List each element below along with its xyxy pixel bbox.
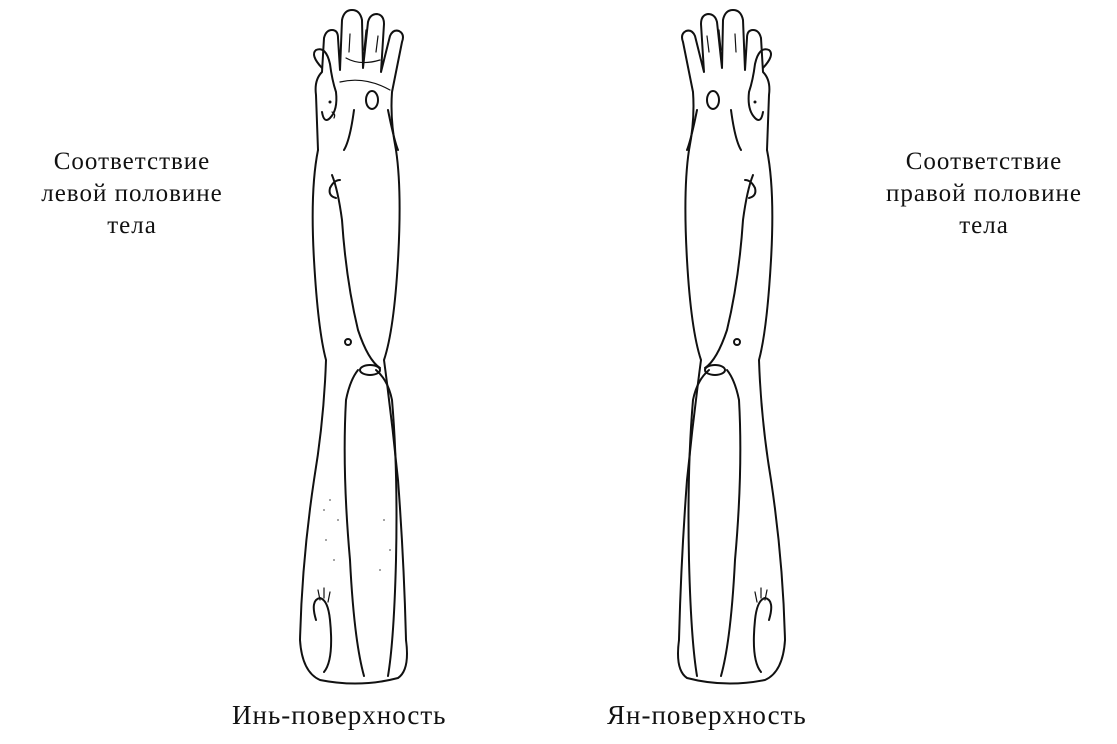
shading-stipple bbox=[323, 499, 391, 571]
right-label-line-3: тела bbox=[852, 210, 1116, 242]
yin-surface-caption: Инь-поверхность bbox=[232, 700, 447, 731]
arm-and-leg-outline bbox=[300, 150, 407, 684]
right-side-correspondence-label: Соответствие правой половине тела bbox=[852, 146, 1116, 242]
yang-surface-caption: Ян-поверхность bbox=[607, 700, 807, 731]
yang-surface-limb-figure bbox=[655, 0, 805, 690]
left-label-line-2: левой половине bbox=[0, 178, 264, 210]
hand-outline bbox=[682, 10, 769, 150]
right-label-line-1: Соответствие bbox=[852, 146, 1116, 178]
left-label-line-3: тела bbox=[0, 210, 264, 242]
left-label-line-1: Соответствие bbox=[0, 146, 264, 178]
tiny-figure-head bbox=[687, 49, 771, 150]
yin-surface-limb-figure bbox=[280, 0, 430, 690]
right-label-line-2: правой половине bbox=[852, 178, 1116, 210]
hand-outline bbox=[316, 10, 403, 150]
left-side-correspondence-label: Соответствие левой половине тела bbox=[0, 146, 264, 242]
arm-and-leg-outline bbox=[678, 150, 785, 684]
tiny-figure-head bbox=[314, 49, 398, 150]
